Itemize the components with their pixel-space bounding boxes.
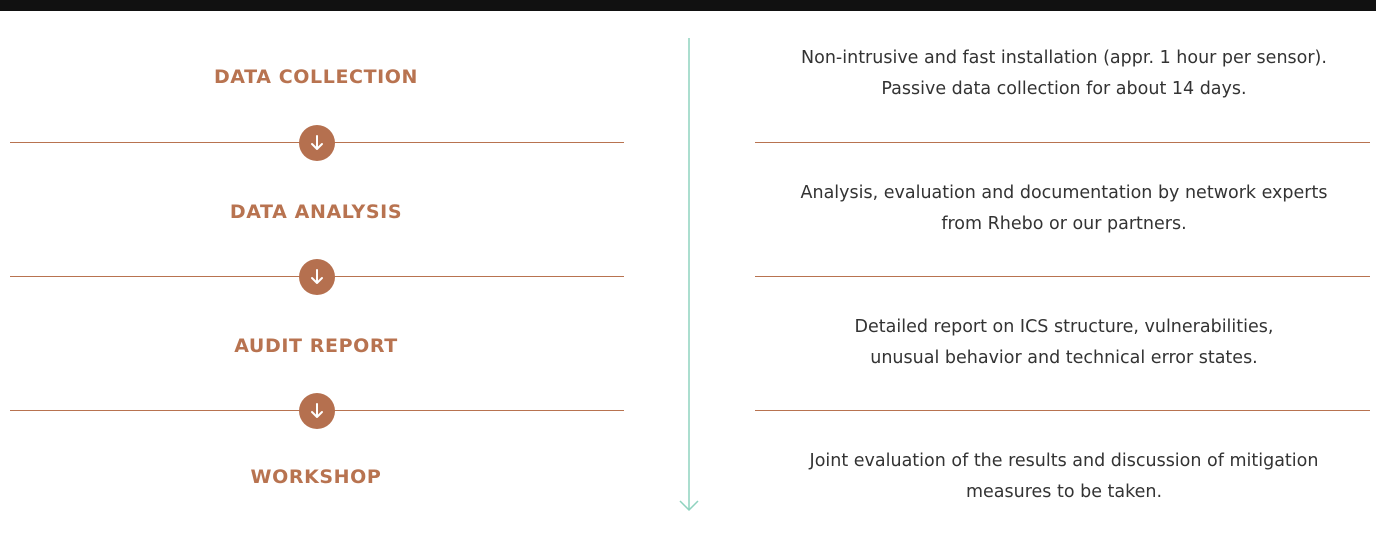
arrow-down-circle-icon bbox=[299, 125, 335, 161]
step-title-data-collection: DATA COLLECTION bbox=[213, 66, 419, 88]
description-divider bbox=[755, 142, 1370, 143]
description-line: Joint evaluation of the results and disc… bbox=[809, 451, 1319, 471]
arrow-down-circle-icon bbox=[299, 393, 335, 429]
description-line: Non-intrusive and fast installation (app… bbox=[801, 48, 1327, 68]
step-title-data-analysis: DATA ANALYSIS bbox=[229, 201, 403, 223]
description-line: Passive data collection for about 14 day… bbox=[881, 79, 1247, 99]
description-line: Analysis, evaluation and documentation b… bbox=[800, 183, 1328, 203]
description-line: measures to be taken. bbox=[965, 482, 1163, 502]
step-description-data-analysis: Analysis, evaluation and documentation b… bbox=[752, 178, 1376, 240]
step-description-data-collection: Non-intrusive and fast installation (app… bbox=[752, 43, 1376, 105]
description-line: unusual behavior and technical error sta… bbox=[870, 348, 1258, 368]
step-title-workshop: WORKSHOP bbox=[250, 466, 382, 488]
description-divider bbox=[755, 410, 1370, 411]
step-description-audit-report: Detailed report on ICS structure, vulner… bbox=[752, 312, 1376, 374]
top-bar bbox=[0, 0, 1376, 11]
timeline-arrow-icon bbox=[679, 38, 699, 512]
description-line: Detailed report on ICS structure, vulner… bbox=[854, 317, 1274, 337]
description-line: from Rhebo or our partners. bbox=[941, 214, 1187, 234]
step-title-audit-report: AUDIT REPORT bbox=[234, 335, 398, 357]
step-description-workshop: Joint evaluation of the results and disc… bbox=[752, 446, 1376, 508]
description-divider bbox=[755, 276, 1370, 277]
arrow-down-circle-icon bbox=[299, 259, 335, 295]
